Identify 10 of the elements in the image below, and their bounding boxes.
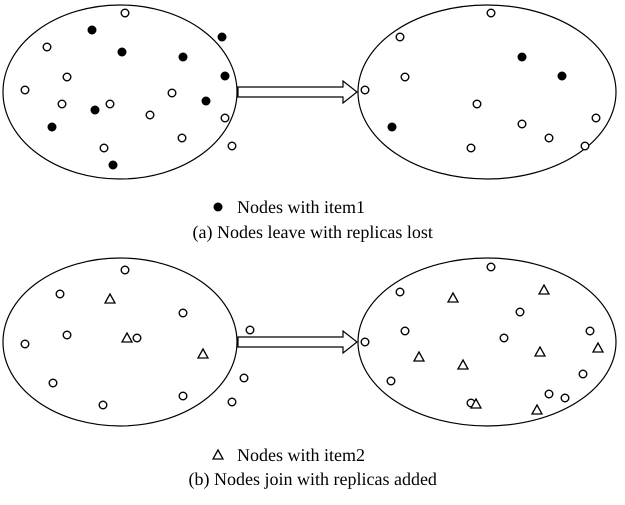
network-ellipse: [2, 4, 238, 180]
caption: (a) Nodes leave with replicas lost: [192, 222, 433, 242]
hollow-arrow: [237, 330, 358, 354]
network-ellipse: [357, 4, 617, 180]
legend-label: Nodes with item1: [237, 197, 365, 217]
legend-label: Nodes with item2: [237, 445, 365, 465]
network-ellipse: [2, 257, 238, 427]
caption: (b) Nodes join with replicas added: [188, 469, 437, 489]
network-ellipse: [357, 257, 617, 427]
hollow-arrow: [237, 80, 358, 104]
